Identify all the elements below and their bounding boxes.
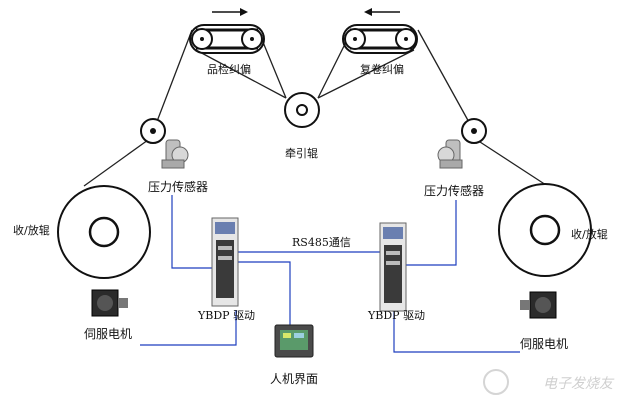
- wire-sensor-right: [405, 200, 457, 266]
- inspect-corrector: [189, 8, 265, 54]
- watermark: 电子发烧友: [543, 376, 613, 392]
- label-reel-left: 收/放辊: [13, 224, 50, 237]
- idler-roller-left: [140, 118, 166, 144]
- label-servo-left: 伺服电机: [84, 327, 133, 341]
- label-rewind-correct: 复卷纠偏: [360, 63, 404, 76]
- wire-hmi: [236, 261, 291, 325]
- servo-motor-left-icon: [91, 289, 128, 317]
- label-inspect-correct: 品检纠偏: [207, 63, 251, 76]
- servo-motor-right-icon: [520, 291, 557, 319]
- label-pressure-sensor-left: 压力传感器: [148, 180, 209, 194]
- hmi-panel-icon: [274, 324, 314, 358]
- reel-right: [498, 183, 592, 277]
- label-driver-right: YBDP 驱动: [368, 309, 426, 322]
- label-traction-roller: 牵引辊: [285, 147, 318, 160]
- label-rs485: RS485通信: [292, 236, 351, 249]
- arrow-left-icon: [364, 8, 372, 16]
- wire-servo-right: [393, 312, 520, 353]
- label-servo-right: 伺服电机: [520, 337, 569, 351]
- label-hmi: 人机界面: [270, 372, 319, 386]
- watermark-logo-icon: [483, 369, 509, 395]
- reel-left: [57, 185, 151, 279]
- traction-roller: [284, 92, 320, 128]
- wire-sensor-left: [171, 195, 218, 269]
- arrow-right-icon: [240, 8, 248, 16]
- web-path: [83, 29, 547, 187]
- idler-roller-right: [461, 118, 487, 144]
- pressure-sensor-right-icon: [437, 139, 463, 169]
- wire-servo-left: [140, 310, 237, 346]
- label-driver-left: YBDP 驱动: [198, 309, 256, 322]
- driver-right-icon: [379, 222, 407, 312]
- pressure-sensor-left-icon: [161, 139, 189, 169]
- rewind-corrector: [342, 8, 418, 54]
- label-pressure-sensor-right: 压力传感器: [424, 184, 485, 198]
- driver-left-icon: [211, 217, 239, 307]
- label-reel-right: 收/放辊: [571, 228, 608, 241]
- signal-wires: [140, 195, 520, 353]
